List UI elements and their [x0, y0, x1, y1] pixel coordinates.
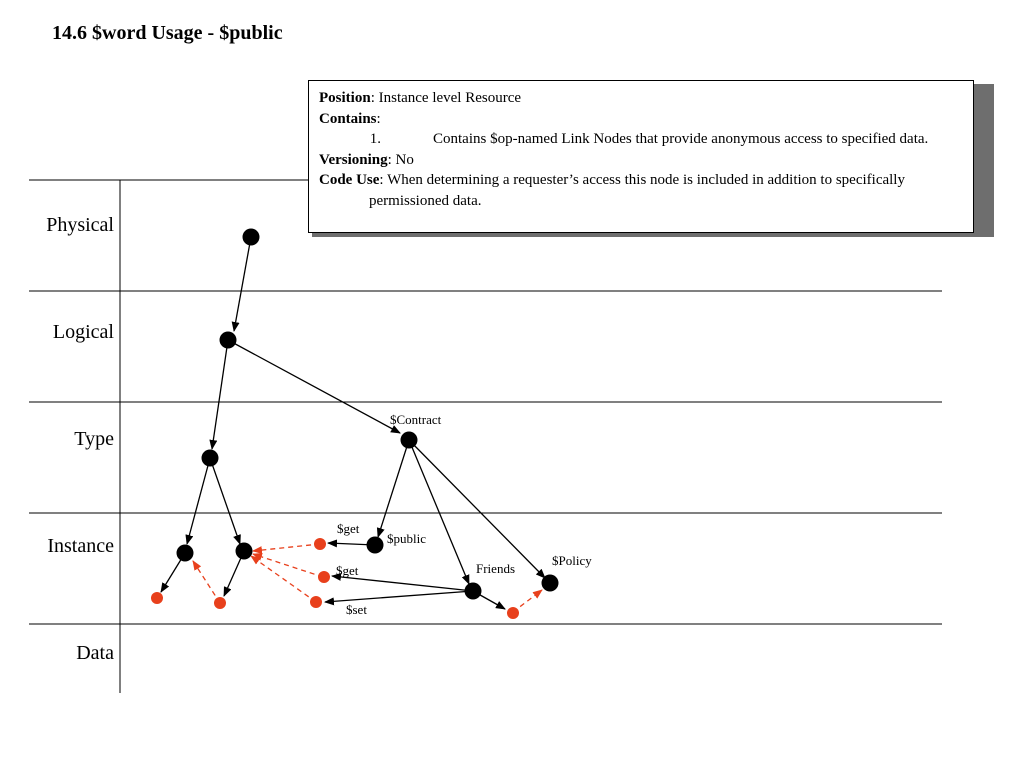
contains-label: Contains: [319, 110, 377, 127]
link-edge: [252, 543, 321, 555]
versioning-text: : No: [387, 151, 414, 168]
edge: [209, 457, 241, 545]
versioning-row: Versioning: No: [319, 150, 965, 171]
position-row: Position: Instance level Resource: [319, 88, 965, 109]
position-label: Position: [319, 90, 371, 106]
label-contract: $Contract: [390, 412, 442, 427]
position-text: : Instance level Resource: [370, 90, 522, 106]
edges: [160, 236, 546, 610]
slide-title: 14.6 $word Usage - $public: [52, 22, 283, 44]
node-public: [366, 536, 384, 554]
link-edge: [512, 589, 543, 613]
link-edge: [250, 555, 317, 603]
label-policy: $Policy: [552, 553, 592, 568]
lane-label-instance: Instance: [47, 535, 114, 557]
node-instance-a: [176, 544, 194, 562]
lane-label-type: Type: [74, 428, 114, 450]
edge: [209, 339, 229, 450]
contains-text: :: [376, 110, 381, 127]
contains-item-number: 1.: [369, 131, 381, 147]
edge: [185, 457, 211, 545]
label-get-top: $get: [337, 521, 360, 536]
link-edge: [192, 560, 221, 604]
node-type: [201, 449, 219, 467]
node-logical: [219, 331, 237, 349]
lane-label-logical: Logical: [52, 321, 114, 343]
link-nodes: [151, 538, 519, 619]
edge: [408, 439, 546, 579]
node-friends: [464, 582, 482, 600]
label-friends: Friends: [476, 561, 515, 576]
node-labels: $Contract $public $get $get $set Friends…: [336, 412, 592, 617]
code-use-row: Code Use: When determining a requester’s…: [319, 170, 965, 211]
link-node-a: [151, 592, 163, 604]
edge: [324, 590, 474, 606]
link-node-get-top: [314, 538, 326, 550]
contains-row: Contains:: [319, 109, 965, 130]
nodes: [176, 228, 559, 600]
code-use-label: Code Use: [319, 172, 380, 188]
link-edges: [192, 543, 543, 613]
contains-item: 1. Contains $op-named Link Nodes that pr…: [319, 129, 965, 150]
contains-item-text: Contains $op-named Link Nodes that provi…: [433, 131, 929, 147]
link-node-policy: [507, 607, 519, 619]
link-node-b: [214, 597, 226, 609]
node-instance-b: [235, 542, 253, 560]
link-node-get-mid: [318, 571, 330, 583]
edge: [408, 439, 470, 585]
node-policy: [541, 574, 559, 592]
link-edge: [252, 553, 324, 578]
lane-label-physical: Physical: [46, 214, 114, 236]
node-physical: [242, 228, 260, 246]
edge: [231, 236, 252, 332]
lane-label-data: Data: [76, 642, 114, 664]
code-use-text: : When determining a requester’s access …: [369, 172, 905, 209]
edge: [331, 572, 474, 592]
lane-grid: [29, 179, 942, 693]
label-set: $set: [346, 602, 367, 617]
node-contract: [400, 431, 418, 449]
edge: [376, 439, 410, 538]
label-get-mid: $get: [336, 563, 359, 578]
versioning-label: Versioning: [319, 151, 388, 168]
link-node-set: [310, 596, 322, 608]
info-box: Position: Instance level Resource Contai…: [308, 80, 974, 233]
edge: [227, 339, 401, 434]
label-public: $public: [387, 531, 426, 546]
